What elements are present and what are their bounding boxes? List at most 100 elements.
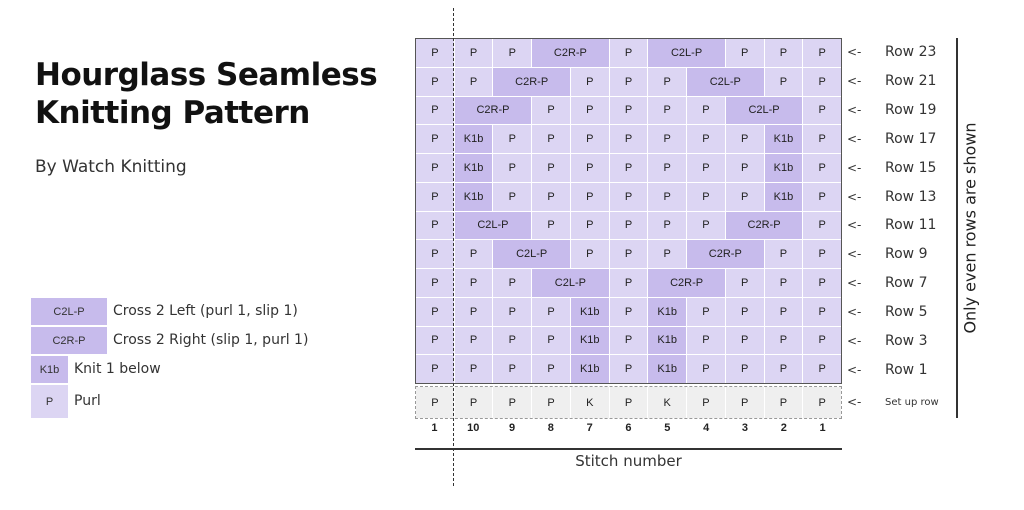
x-axis-label: Stitch number — [575, 452, 682, 470]
row-labels: <-Row 23<-Row 21<-Row 19<-Row 17<-Row 15… — [847, 38, 957, 419]
stitch-cell-p: P — [609, 182, 648, 211]
stitch-cell-p: P — [493, 297, 532, 326]
stitch-cell-p: P — [532, 154, 570, 182]
stitch-cell-p: P — [454, 297, 493, 326]
row-label: <-Row 19 — [847, 96, 957, 125]
stitch-cell-k1b: K1b — [648, 326, 687, 355]
row-label: <-Row 7 — [847, 269, 957, 298]
stitch-cell-k1b: K1b — [570, 326, 609, 355]
stitch-cell-p: P — [609, 269, 648, 297]
row-label: <-Row 1 — [847, 355, 957, 384]
stitch-cell-p: P — [764, 269, 803, 297]
stitch-cell-p: P — [648, 67, 687, 96]
title-line-1: Hourglass Seamless — [35, 57, 378, 93]
stitch-cell-p: P — [416, 240, 454, 268]
stitch-number: 7 — [586, 422, 593, 434]
arrow-left-icon: <- — [847, 218, 862, 233]
setup-cell-p: P — [609, 387, 648, 418]
stitch-cell-p: P — [648, 125, 687, 153]
stitch-number: 10 — [467, 422, 480, 434]
row-label-text: Row 13 — [885, 188, 937, 205]
legend-text-c2r: Cross 2 Right (slip 1, purl 1) — [113, 332, 309, 348]
stitch-cell-p: P — [764, 240, 803, 268]
stitch-cell-p: P — [416, 326, 454, 355]
row-label: <-Row 21 — [847, 67, 957, 96]
stitch-cell-p: P — [609, 211, 648, 240]
stitch-number: 8 — [547, 422, 554, 434]
stitch-number: 1 — [431, 422, 438, 434]
row-label: <-Row 15 — [847, 153, 957, 182]
stitch-cell-c2l-p: C2L-P — [454, 211, 532, 240]
stitch-cell-p: P — [687, 211, 725, 240]
stitch-cell-k1b: K1b — [764, 125, 803, 153]
stitch-cell-p: P — [725, 297, 764, 326]
row-label-text: Row 7 — [885, 275, 928, 292]
row-label-text: Row 1 — [885, 361, 928, 378]
setup-cell-p: P — [454, 387, 493, 418]
stitch-number: 1 — [819, 422, 826, 434]
stitch-cell-p: P — [570, 67, 609, 96]
row-label-text: Row 11 — [885, 217, 937, 234]
stitch-number: 5 — [664, 422, 671, 434]
legend-swatch-c2l: C2L-P — [31, 298, 107, 325]
arrow-left-icon: <- — [847, 74, 862, 89]
stitch-cell-p: P — [570, 125, 609, 153]
arrow-left-icon: <- — [847, 45, 862, 60]
stitch-cell-p: P — [416, 96, 454, 125]
stitch-cell-p: P — [532, 326, 570, 355]
arrow-left-icon: <- — [847, 189, 862, 204]
stitch-cell-c2r-p: C2R-P — [648, 269, 725, 297]
legend-text-c2l: Cross 2 Left (purl 1, slip 1) — [113, 303, 298, 319]
stitch-cell-p: P — [454, 39, 493, 67]
stitch-cell-p: P — [454, 355, 493, 383]
stitch-cell-p: P — [416, 355, 454, 383]
stitch-cell-p: P — [570, 211, 609, 240]
stitch-cell-p: P — [609, 39, 648, 67]
stitch-cell-p: P — [532, 182, 570, 211]
stitch-cell-k1b: K1b — [764, 182, 803, 211]
side-note: Only even rows are shown — [960, 122, 980, 334]
stitch-cell-p: P — [532, 211, 570, 240]
stitch-cell-p: P — [764, 39, 803, 67]
setup-cell-k: K — [570, 387, 609, 418]
stitch-cell-p: P — [416, 182, 454, 211]
stitch-cell-p: P — [725, 125, 764, 153]
byline: By Watch Knitting — [35, 157, 187, 177]
stitch-cell-p: P — [803, 67, 841, 96]
stitch-cell-p: P — [764, 355, 803, 383]
row-label-text: Row 9 — [885, 246, 928, 263]
arrow-left-icon: <- — [847, 395, 862, 410]
setup-cell-p: P — [416, 387, 454, 418]
arrow-left-icon: <- — [847, 333, 862, 348]
legend-text-p: Purl — [74, 393, 101, 409]
stitch-cell-p: P — [803, 355, 841, 383]
stitch-cell-k1b: K1b — [764, 154, 803, 182]
arrow-left-icon: <- — [847, 247, 862, 262]
stitch-cell-c2l-p: C2L-P — [725, 96, 803, 125]
stitch-cell-p: P — [493, 355, 532, 383]
stitch-cell-p: P — [687, 355, 725, 383]
stitch-cell-p: P — [532, 355, 570, 383]
row-label-text: Set up row — [885, 396, 939, 408]
stitch-cell-p: P — [493, 182, 532, 211]
stitch-cell-p: P — [609, 67, 648, 96]
repeat-divider-dashed-line — [453, 8, 454, 486]
stitch-cell-p: P — [648, 240, 687, 268]
stitch-cell-p: P — [803, 240, 841, 268]
stitch-cell-p: P — [454, 326, 493, 355]
stitch-cell-p: P — [570, 182, 609, 211]
stitch-cell-p: P — [725, 269, 764, 297]
stitch-cell-p: P — [609, 96, 648, 125]
stitch-cell-p: P — [416, 67, 454, 96]
row-label-text: Row 3 — [885, 332, 928, 349]
stitch-cell-p: P — [648, 182, 687, 211]
stitch-cell-k1b: K1b — [454, 182, 493, 211]
stitch-cell-p: P — [570, 96, 609, 125]
stitch-cell-p: P — [725, 39, 764, 67]
stitch-cell-p: P — [648, 96, 687, 125]
stitch-cell-p: P — [725, 154, 764, 182]
x-axis-line — [415, 448, 842, 450]
stitch-cell-p: P — [764, 326, 803, 355]
